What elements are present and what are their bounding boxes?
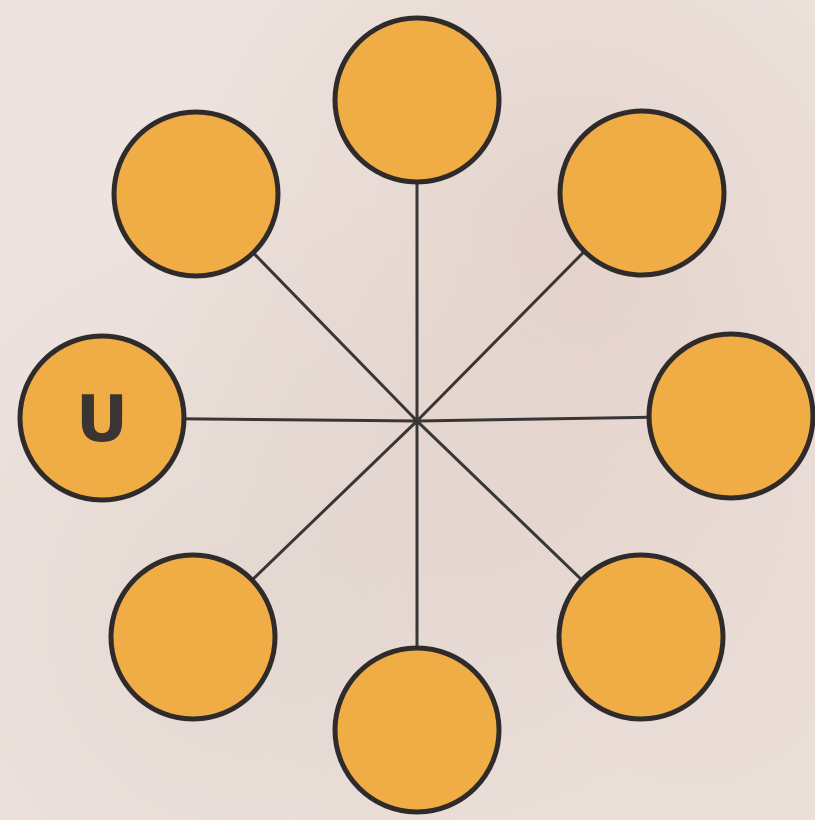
node-top [335, 18, 499, 182]
node-bottom [335, 648, 499, 812]
node-circle-bottom [335, 648, 499, 812]
node-left: U [20, 336, 184, 500]
node-letter-left: U [76, 383, 128, 457]
node-circle-right [649, 334, 813, 498]
node-circle-bottom-left [111, 555, 275, 719]
node-bottom-left [111, 555, 275, 719]
node-circle-bottom-right [559, 555, 723, 719]
node-right [649, 334, 813, 498]
node-circle-top-right [560, 111, 724, 275]
node-circle-top-left [114, 112, 278, 276]
node-circle-top [335, 18, 499, 182]
node-top-left [114, 112, 278, 276]
node-top-right [560, 111, 724, 275]
node-bottom-right [559, 555, 723, 719]
